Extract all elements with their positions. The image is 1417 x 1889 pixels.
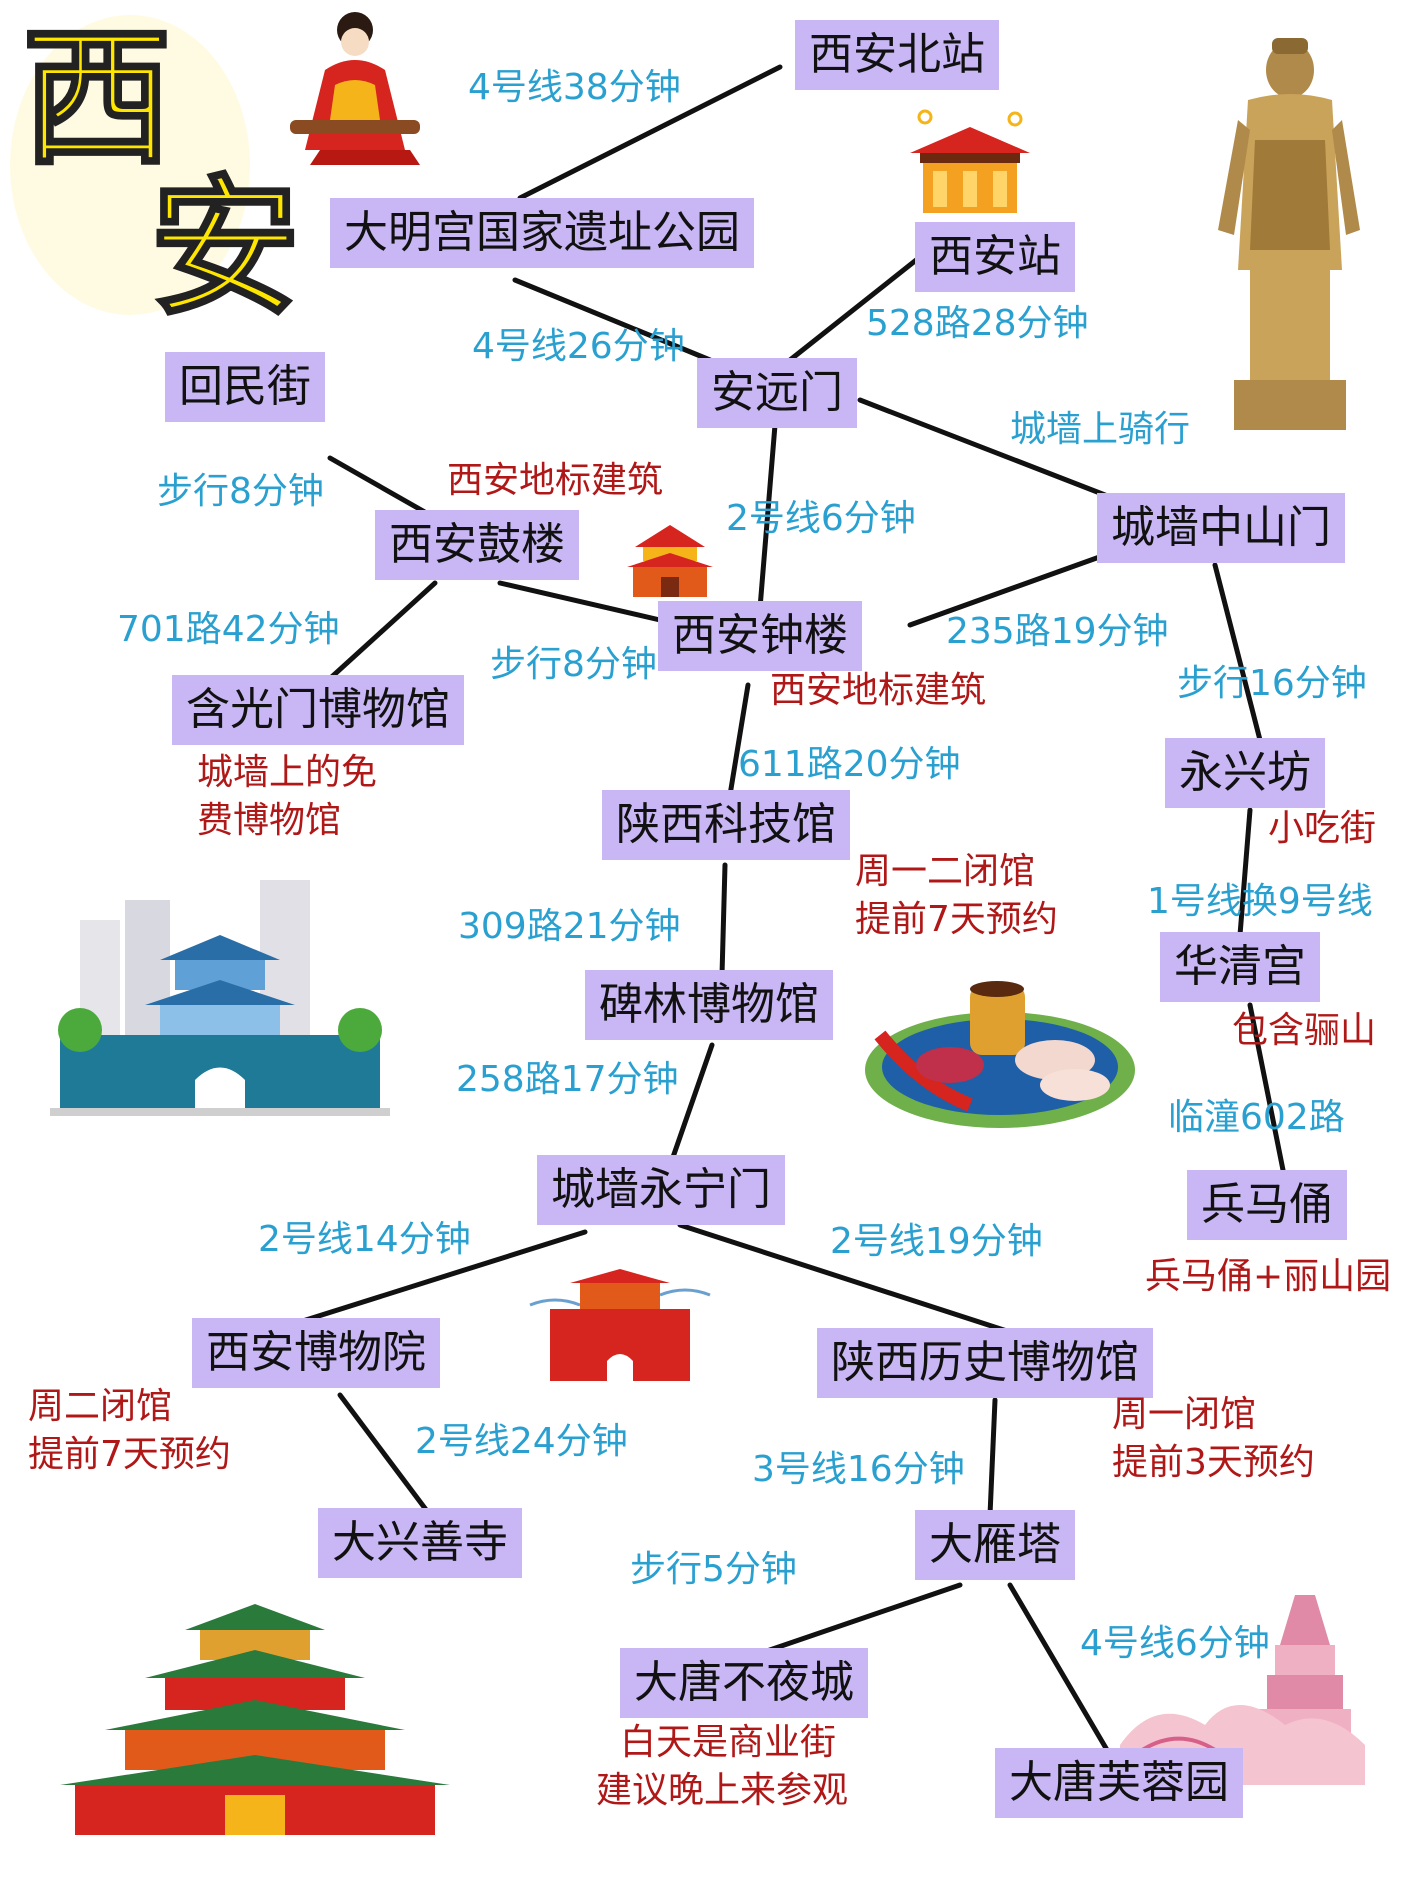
note-buyecheng-line2: 建议晚上来参观	[596, 1770, 849, 1811]
line-beilin-yongning	[669, 1042, 715, 1163]
node-shaanxi-history-museum[interactable]: 陕西历史博物馆	[817, 1328, 1153, 1398]
line-xianmuseum-daxingshan	[337, 1392, 433, 1518]
title-char-an: 安	[150, 160, 300, 336]
note-drum-tower-landmark: 西安地标建筑	[447, 460, 664, 501]
line-dayanta-buyecheng	[752, 1582, 963, 1658]
palace-illustration	[60, 1604, 450, 1835]
node-xian-station[interactable]: 西安站	[915, 222, 1075, 292]
node-drum-tower[interactable]: 西安鼓楼	[375, 510, 579, 580]
route-label: 701路42分钟	[117, 609, 340, 650]
route-label: 步行8分钟	[490, 644, 657, 685]
food-platter-illustration	[865, 981, 1135, 1128]
note-history-museum-line1: 周一闭馆	[1112, 1394, 1257, 1435]
node-yongningmen[interactable]: 城墙永宁门	[537, 1155, 785, 1225]
line-huimin-drum	[327, 455, 433, 518]
line-yongning-history	[677, 1222, 1013, 1335]
note-huaqing-palace: 包含骊山	[1232, 1010, 1377, 1051]
route-label: 城墙上骑行	[1010, 409, 1191, 450]
node-xian-north-station[interactable]: 西安北站	[795, 20, 999, 90]
route-label: 临潼602路	[1168, 1097, 1345, 1138]
node-datang-furongyuan[interactable]: 大唐芙蓉园	[995, 1748, 1243, 1818]
route-label: 1号线换9号线	[1147, 881, 1373, 922]
node-yongxingfang[interactable]: 永兴坊	[1165, 738, 1325, 808]
line-huaqing-terracotta	[1247, 1002, 1288, 1183]
node-datang-buyecheng[interactable]: 大唐不夜城	[620, 1648, 868, 1718]
guzheng-player-illustration	[290, 12, 420, 165]
node-science-museum[interactable]: 陕西科技馆	[602, 790, 850, 860]
route-label: 步行5分钟	[630, 1549, 797, 1590]
route-label: 235路19分钟	[946, 611, 1169, 652]
line-north-daming	[517, 64, 783, 201]
line-history-dayanta	[987, 1397, 998, 1518]
route-label: 4号线38分钟	[468, 67, 681, 108]
yongning-gate-illustration	[529, 1269, 711, 1381]
node-anyuanmen[interactable]: 安远门	[697, 358, 857, 428]
route-label: 3号线16分钟	[752, 1449, 965, 1490]
xian-station-illustration	[910, 109, 1030, 213]
node-huimin-street[interactable]: 回民街	[165, 352, 325, 422]
note-science-museum-line2: 提前7天预约	[855, 899, 1058, 940]
line-science-beilin	[719, 862, 728, 978]
line-daming-anyuan	[512, 277, 713, 363]
route-label: 2号线19分钟	[830, 1221, 1043, 1262]
node-dayanta[interactable]: 大雁塔	[915, 1510, 1075, 1580]
route-label: 258路17分钟	[456, 1059, 679, 1100]
route-label: 4号线26分钟	[472, 326, 685, 367]
node-daming-palace[interactable]: 大明宫国家遗址公园	[330, 198, 754, 268]
note-xian-museum-line1: 周二闭馆	[28, 1386, 173, 1427]
note-science-museum-line1: 周一二闭馆	[855, 851, 1036, 892]
line-bell-science	[727, 682, 751, 798]
line-drum-hanguang	[322, 580, 438, 686]
node-bell-tower[interactable]: 西安钟楼	[658, 601, 862, 671]
route-label: 309路21分钟	[458, 906, 681, 947]
route-label: 步行8分钟	[157, 471, 324, 512]
line-anyuan-zhongshan	[857, 397, 1108, 498]
note-hanguangmen-line2: 费博物馆	[197, 800, 342, 841]
route-label: 4号线6分钟	[1080, 1623, 1270, 1664]
line-bell-zhongshan	[907, 552, 1108, 628]
node-zhongshanmen[interactable]: 城墙中山门	[1097, 493, 1345, 563]
xian-title-art: 西 安	[10, 9, 302, 338]
note-yongxingfang: 小吃街	[1268, 808, 1377, 849]
line-dayanta-furong	[1007, 1582, 1113, 1758]
drum-tower-illustration	[627, 525, 713, 597]
node-daxingshan-temple[interactable]: 大兴善寺	[318, 1508, 522, 1578]
node-hanguangmen-museum[interactable]: 含光门博物馆	[172, 675, 464, 745]
node-terracotta-army[interactable]: 兵马俑	[1187, 1170, 1347, 1240]
node-xian-museum[interactable]: 西安博物院	[192, 1318, 440, 1388]
node-beilin-museum[interactable]: 碑林博物馆	[585, 970, 833, 1040]
node-huaqing-palace[interactable]: 华清宫	[1160, 932, 1320, 1002]
note-history-museum-line2: 提前3天预约	[1112, 1442, 1315, 1483]
route-label: 528路28分钟	[866, 303, 1089, 344]
line-drum-bell	[497, 580, 663, 623]
route-label: 2号线6分钟	[726, 498, 916, 539]
line-station-anyuan	[787, 254, 923, 363]
note-hanguangmen-line1: 城墙上的免	[197, 752, 378, 793]
title-char-xi: 西	[22, 10, 172, 186]
line-zhongshan-yongxing	[1212, 562, 1263, 743]
route-label: 611路20分钟	[738, 744, 961, 785]
line-yongning-xianmuseum	[287, 1229, 588, 1328]
city-gate-illustration	[50, 880, 390, 1116]
note-xian-museum-line2: 提前7天预约	[28, 1434, 231, 1475]
route-label: 2号线14分钟	[258, 1219, 471, 1260]
terracotta-warrior-illustration	[1218, 38, 1360, 430]
line-yongxing-huaqing	[1237, 807, 1253, 938]
note-terracotta-army: 兵马俑+丽山园	[1145, 1256, 1392, 1297]
route-label: 步行16分钟	[1177, 663, 1367, 704]
note-buyecheng-line1: 白天是商业街	[620, 1722, 837, 1763]
note-bell-tower-landmark: 西安地标建筑	[770, 670, 987, 711]
line-anyuan-bell	[757, 422, 778, 611]
route-label: 2号线24分钟	[415, 1421, 628, 1462]
